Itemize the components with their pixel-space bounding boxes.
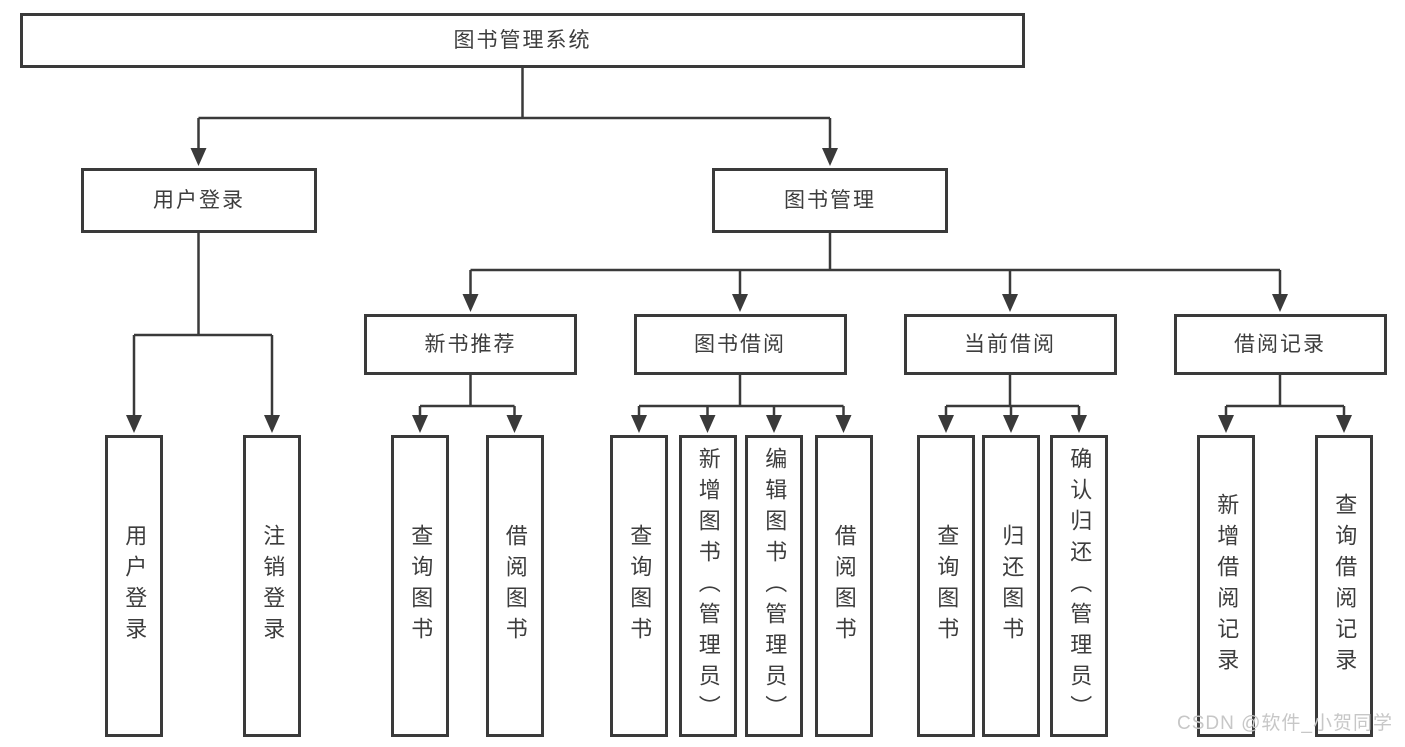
- leaf-borrowing-borrow-books: 借阅图书: [814, 435, 873, 737]
- leaf-current-query-books: 查询图书: [917, 435, 975, 737]
- leaf-user-login: 用户登录: [105, 435, 163, 737]
- node-library-management-system: 图书管理系统: [20, 13, 1025, 68]
- leaf-current-confirm-return-admin: 确认归还（管理员）: [1050, 435, 1108, 737]
- leaf-borrowing-add-books-admin: 新增图书（管理员）: [678, 435, 737, 737]
- node-user-login: 用户登录: [81, 168, 317, 233]
- leaf-current-return-books: 归还图书: [982, 435, 1040, 737]
- csdn-watermark: CSDN @软件_小贺同学: [1177, 713, 1393, 734]
- leaf-logout-login: 注销登录: [243, 435, 301, 737]
- node-book-borrowing: 图书借阅: [633, 314, 847, 375]
- leaf-recommend-query-books: 查询图书: [391, 435, 449, 737]
- node-book-management: 图书管理: [712, 168, 948, 233]
- leaf-recommend-borrow-books: 借阅图书: [485, 435, 544, 737]
- node-current-borrowing: 当前借阅: [903, 314, 1117, 375]
- node-new-book-recommendation: 新书推荐: [364, 314, 577, 375]
- leaf-borrowing-edit-books-admin: 编辑图书（管理员）: [745, 435, 803, 737]
- leaf-records-query-borrow-record: 查询借阅记录: [1315, 435, 1373, 737]
- leaf-records-add-borrow-record: 新增借阅记录: [1197, 435, 1255, 737]
- leaf-borrowing-query-books: 查询图书: [610, 435, 668, 737]
- connector-wires: [132, 68, 1346, 419]
- node-borrowing-records: 借阅记录: [1173, 314, 1387, 375]
